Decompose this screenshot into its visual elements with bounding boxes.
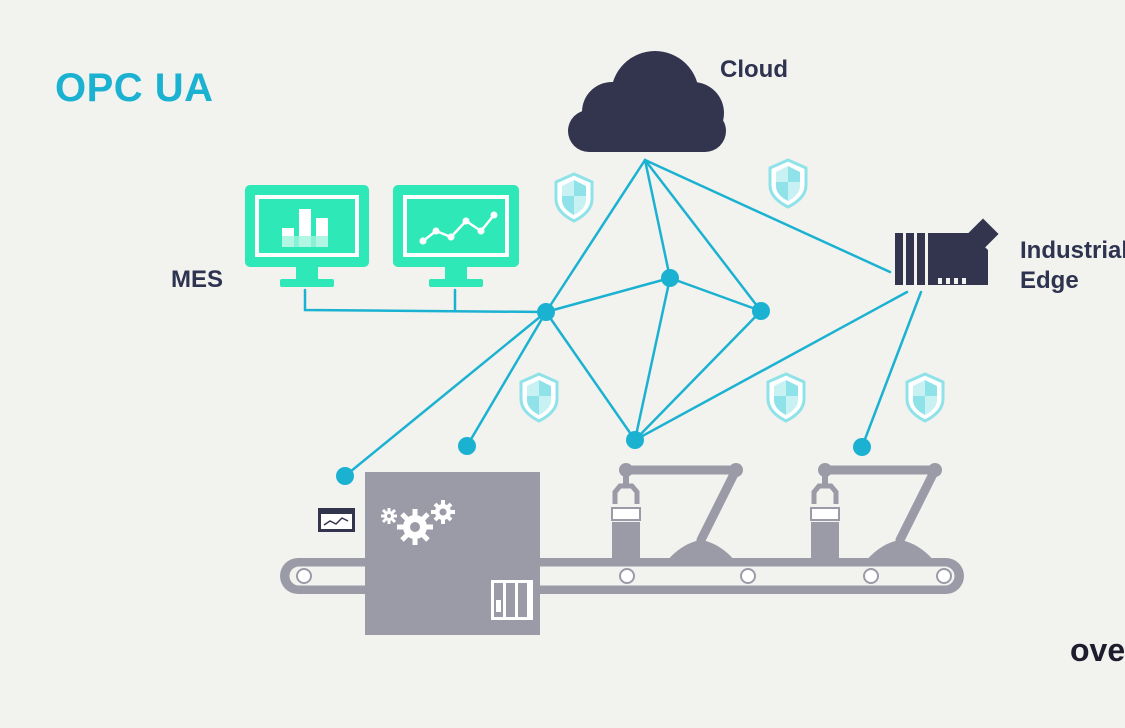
industrial-edge-label: Industrial Edge [1020,236,1125,296]
network-connections [303,158,923,478]
cloud-label: Cloud [720,56,788,83]
cloud-icon [568,51,726,152]
mes-label: MES [171,266,224,293]
machine-station [365,472,540,635]
page-title: OPC UA [55,66,214,110]
security-shield-icon [766,372,806,423]
brand-logo-text: ove [1070,632,1125,668]
robot-arm-icon [811,463,942,562]
network-nodes [336,269,871,485]
gear-icon [431,500,455,524]
industrial-edge-device-icon [895,218,999,285]
line-chart-monitor-icon [393,185,519,287]
hmi-panel-icon [318,508,355,532]
robot-arm-icon [612,463,743,562]
gear-icon [381,508,397,524]
industrial-edge-label-line1: Industrial [1020,237,1125,264]
security-shield-icon [768,158,808,209]
security-shield-icon [554,172,594,223]
bar-chart-monitor-icon [245,185,369,287]
control-cabinet-icon [491,580,533,620]
industrial-edge-label-line2: Edge [1020,267,1079,294]
gear-icon [397,509,433,545]
security-shield-icon [519,372,559,423]
security-shield-icon [905,372,945,423]
